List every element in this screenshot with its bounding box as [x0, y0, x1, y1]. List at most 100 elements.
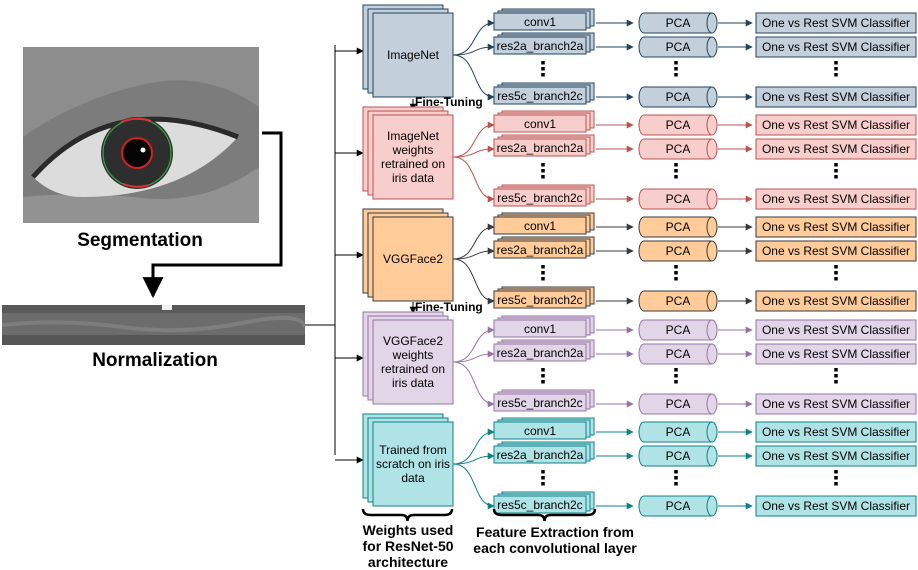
classifier-label: One vs Rest SVM Classifier: [762, 118, 910, 132]
pca-label: PCA: [666, 323, 691, 337]
layer-box: [493, 188, 587, 207]
pca-cylinder-edge: [706, 138, 713, 160]
feature-branch-arrow: [452, 247, 495, 260]
pca-cylinder-edge: [706, 445, 713, 467]
model-label-line: weights: [392, 143, 434, 157]
classifier-label: One vs Rest SVM Classifier: [762, 449, 910, 463]
layer-label: res5c_branch2c: [497, 89, 582, 103]
pca-label: PCA: [666, 425, 691, 439]
model-box: [372, 216, 454, 302]
pca-label: PCA: [666, 16, 691, 30]
feature-branch-arrow: [452, 361, 495, 408]
pca-cylinder-edge: [706, 421, 713, 443]
layer-box: [493, 495, 587, 514]
weights-caption-line: architecture: [367, 554, 449, 570]
layer-box: [493, 240, 587, 259]
pca-cylinder-edge: [706, 393, 713, 415]
layer-label: res2a_branch2a: [497, 448, 584, 462]
pca-cylinder-edge: [706, 290, 713, 312]
model-label-line: VGGFace2: [383, 334, 443, 348]
feature-branch-arrow: [452, 350, 495, 363]
weights-brace: [361, 508, 454, 522]
feature-branch-arrow: [452, 54, 495, 101]
classifier-box: [755, 445, 917, 467]
feature-branch-arrow: [452, 156, 495, 203]
classifier-box: [755, 421, 917, 443]
model-label-line: retrained on: [381, 157, 445, 171]
layer-box: [493, 421, 587, 440]
feature-branch-arrow: [452, 258, 495, 305]
layer-box: [493, 86, 587, 105]
fine-tuning-label-imagenet: Fine-Tuning: [415, 95, 483, 109]
fine-tuning-label-vggface2: Fine-Tuning: [415, 300, 483, 314]
feature-branch-arrow: [452, 463, 495, 510]
pca-cylinder-edge: [706, 216, 713, 238]
pca-cylinder-edge: [706, 495, 713, 517]
model-label-line: scratch on iris: [376, 457, 450, 471]
classifier-label: One vs Rest SVM Classifier: [762, 499, 910, 513]
pca-cylinder-edge: [706, 188, 713, 210]
classifier-box: [755, 240, 917, 262]
classifier-label: One vs Rest SVM Classifier: [762, 347, 910, 361]
feature-brace: [492, 508, 597, 522]
classifier-box: [755, 495, 917, 517]
segmentation-to-normalization-arrow: [142, 131, 283, 299]
feature-extraction-caption: Feature Extraction from each convolution…: [470, 524, 640, 556]
classifier-box: [755, 114, 917, 136]
classifier-label: One vs Rest SVM Classifier: [762, 294, 910, 308]
classifier-box: [755, 343, 917, 365]
model-label-line: VGGFace2: [383, 252, 443, 266]
feature-caption-line: each convolutional layer: [473, 540, 637, 556]
model-label-line: iris data: [392, 171, 434, 185]
layer-label: conv1: [524, 322, 556, 336]
normalization-label: Normalization: [92, 350, 218, 371]
pca-label: PCA: [666, 244, 691, 258]
pca-label: PCA: [666, 118, 691, 132]
layer-box: [493, 138, 587, 157]
weights-caption-line: Weights used: [362, 522, 454, 538]
layer-box: [493, 216, 587, 235]
classifier-box: [755, 12, 917, 34]
feature-branch-arrow: [452, 326, 495, 363]
layer-label: res2a_branch2a: [497, 141, 584, 155]
pca-cylinder-edge: [706, 36, 713, 58]
model-box: [372, 421, 454, 507]
feature-branch-arrow: [452, 223, 495, 260]
feature-branch-arrow: [452, 19, 495, 56]
pca-label: PCA: [666, 347, 691, 361]
normalization-strip-image: [2, 305, 305, 345]
pca-label: PCA: [666, 142, 691, 156]
layer-box: [493, 445, 587, 464]
feature-branch-arrow: [452, 428, 495, 465]
model-label-line: retrained on: [381, 362, 445, 376]
classifier-box: [755, 393, 917, 415]
classifier-label: One vs Rest SVM Classifier: [762, 40, 910, 54]
layer-label: res2a_branch2a: [497, 39, 584, 53]
classifier-label: One vs Rest SVM Classifier: [762, 90, 910, 104]
model-label-line: ImageNet: [387, 48, 440, 62]
weights-caption: Weights used for ResNet-50 architecture: [352, 522, 464, 570]
layer-label: res2a_branch2a: [497, 346, 584, 360]
layer-label: res5c_branch2c: [497, 498, 582, 512]
model-box: [372, 12, 454, 98]
layer-box: [493, 36, 587, 55]
classifier-label: One vs Rest SVM Classifier: [762, 397, 910, 411]
model-label-line: Trained from: [379, 443, 447, 457]
layer-label: res5c_branch2c: [497, 293, 582, 307]
classifier-box: [755, 319, 917, 341]
layer-label: conv1: [524, 15, 556, 29]
layer-label: conv1: [524, 117, 556, 131]
pca-label: PCA: [666, 220, 691, 234]
model-label-line: ImageNet: [387, 129, 440, 143]
pca-cylinder-edge: [706, 12, 713, 34]
feature-branch-arrow: [452, 145, 495, 158]
layer-label: res5c_branch2c: [497, 396, 582, 410]
pca-label: PCA: [666, 294, 691, 308]
classifier-box: [755, 216, 917, 238]
